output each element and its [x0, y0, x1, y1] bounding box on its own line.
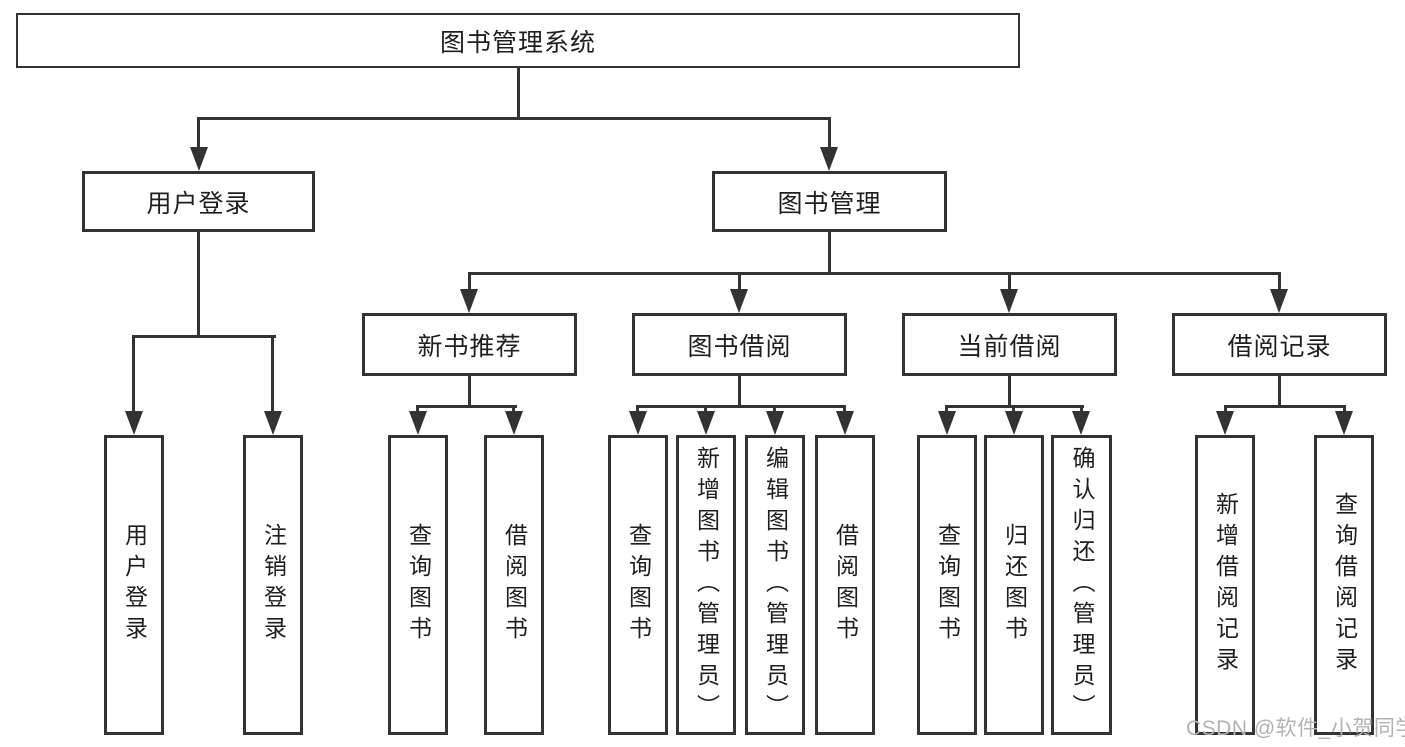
arrowhead-book-management [820, 147, 838, 171]
leaf-user-login-label: 用户登录 [121, 523, 148, 647]
node-new-book-recommend: 新书推荐 [362, 313, 577, 376]
arrowhead-new-book-recommend [460, 289, 478, 313]
arrowhead-borrow-records [1270, 289, 1288, 313]
connector-borrow-records-stem [1278, 376, 1281, 407]
arrowhead-confirm-return [1072, 411, 1090, 435]
leaf-confirm-return-admin-label: 确认归还（管理员） [1069, 445, 1095, 725]
connector-user-login-branch [132, 335, 276, 338]
connector-drop-add-books [704, 405, 707, 415]
arrowhead-query-books-1 [409, 411, 427, 435]
connector-drop-borrow-records [1278, 272, 1281, 292]
leaf-query-books-3-label: 查询图书 [934, 523, 961, 647]
leaf-query-books-1-label: 查询图书 [405, 523, 432, 647]
leaf-add-borrow-record: 新增借阅记录 [1195, 435, 1255, 735]
connector-drop-new-book-recommend [468, 272, 471, 292]
leaf-confirm-return-admin: 确认归还（管理员） [1051, 435, 1112, 735]
leaf-logout: 注销登录 [243, 435, 303, 735]
connector-borrow-records-branch [1224, 405, 1346, 408]
connector-new-book-rec-stem [468, 376, 471, 407]
node-library-system-label: 图书管理系统 [439, 28, 596, 57]
connector-drop-user-login [197, 117, 200, 149]
connector-new-book-rec-branch [417, 405, 517, 408]
leaf-edit-books-admin: 编辑图书（管理员） [745, 435, 805, 735]
connector-drop-confirm-return [1080, 405, 1083, 415]
connector-drop-query-books-2 [636, 405, 639, 415]
leaf-borrow-books-1: 借阅图书 [484, 435, 544, 735]
connector-root-stem [517, 68, 520, 120]
node-borrow-records: 借阅记录 [1172, 313, 1387, 376]
leaf-borrow-books-2: 借阅图书 [815, 435, 875, 735]
leaf-borrow-books-2-label: 借阅图书 [832, 523, 859, 647]
connector-drop-query-books-3 [945, 405, 948, 415]
connector-drop-leaf-logout [271, 335, 274, 413]
leaf-query-books-2-label: 查询图书 [625, 523, 652, 647]
arrowhead-return-books [1005, 411, 1023, 435]
connector-drop-leaf-user-login [132, 335, 135, 413]
leaf-query-books-3: 查询图书 [917, 435, 977, 735]
leaf-return-books-label: 归还图书 [1001, 523, 1028, 647]
node-user-login-label: 用户登录 [146, 189, 251, 218]
leaf-edit-books-admin-label: 编辑图书（管理员） [762, 445, 789, 725]
arrowhead-user-login [190, 147, 208, 171]
arrowhead-query-books-3 [938, 411, 956, 435]
arrowhead-borrow-books-2 [836, 411, 854, 435]
connector-drop-query-borrow-record [1343, 405, 1346, 415]
connector-drop-add-borrow-record [1224, 405, 1227, 415]
leaf-logout-label: 注销登录 [260, 523, 287, 647]
connector-user-login-stem [197, 232, 200, 337]
watermark: CSDN @软件_小贺同学 [1186, 717, 1405, 740]
leaf-borrow-books-1-label: 借阅图书 [501, 523, 528, 647]
connector-drop-book-management [828, 117, 831, 149]
leaf-user-login: 用户登录 [104, 435, 164, 735]
node-library-system: 图书管理系统 [16, 13, 1020, 68]
leaf-query-borrow-record: 查询借阅记录 [1314, 435, 1374, 735]
connector-drop-borrow-books-2 [843, 405, 846, 415]
leaf-add-borrow-record-label: 新增借阅记录 [1212, 492, 1239, 678]
leaf-add-books-admin: 新增图书（管理员） [676, 435, 736, 735]
leaf-query-borrow-record-label: 查询借阅记录 [1331, 492, 1358, 678]
connector-drop-book-borrowing [738, 272, 741, 292]
connector-book-mgmt-stem [828, 232, 831, 274]
connector-drop-borrow-books-1 [512, 405, 515, 415]
connector-book-borrow-stem [738, 376, 741, 407]
leaf-return-books: 归还图书 [984, 435, 1044, 735]
connector-current-borrow-stem [1008, 376, 1011, 407]
arrowhead-book-borrowing [730, 289, 748, 313]
connector-drop-return-books [1012, 405, 1015, 415]
arrowhead-edit-books [766, 411, 784, 435]
connector-drop-edit-books [773, 405, 776, 415]
node-new-book-recommend-label: 新书推荐 [417, 332, 522, 361]
node-current-borrowing: 当前借阅 [902, 313, 1117, 376]
arrowhead-add-books [697, 411, 715, 435]
connector-root-branch [197, 117, 831, 120]
connector-drop-query-books-1 [416, 405, 419, 415]
leaf-query-books-2: 查询图书 [608, 435, 668, 735]
node-book-borrowing: 图书借阅 [632, 313, 847, 376]
node-book-management: 图书管理 [712, 171, 947, 232]
connector-book-borrow-branch [636, 405, 846, 408]
leaf-add-books-admin-label: 新增图书（管理员） [693, 445, 720, 725]
node-user-login: 用户登录 [82, 171, 315, 232]
node-current-borrowing-label: 当前借阅 [957, 332, 1062, 361]
leaf-query-books-1: 查询图书 [388, 435, 448, 735]
connector-drop-current-borrowing [1008, 272, 1011, 292]
node-book-management-label: 图书管理 [777, 189, 882, 218]
connector-book-mgmt-branch [468, 272, 1281, 275]
arrowhead-add-borrow-record [1216, 411, 1234, 435]
arrowhead-borrow-books-1 [505, 411, 523, 435]
node-book-borrowing-label: 图书借阅 [687, 332, 792, 361]
arrowhead-query-books-2 [629, 411, 647, 435]
node-borrow-records-label: 借阅记录 [1227, 332, 1332, 361]
arrowhead-current-borrowing [1000, 289, 1018, 313]
arrowhead-leaf-logout [264, 411, 282, 435]
arrowhead-leaf-user-login [125, 411, 143, 435]
arrowhead-query-borrow-record [1335, 411, 1353, 435]
